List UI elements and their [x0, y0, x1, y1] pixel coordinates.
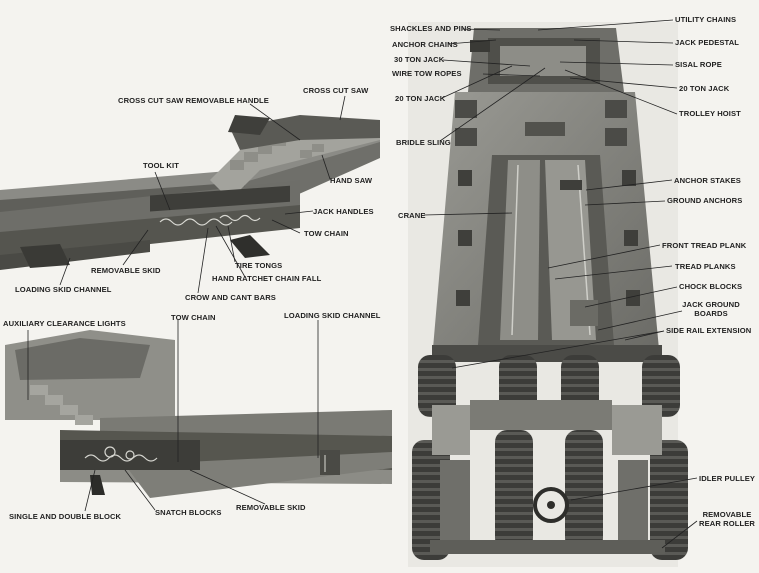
label-anchor-stakes: ANCHOR STAKES [674, 176, 741, 185]
label-jack-ground-boards: JACK GROUND BOARDS [682, 300, 740, 318]
label-removable-skid-bottom: REMOVABLE SKID [236, 503, 306, 512]
label-bridle-sling: BRIDLE SLING [396, 138, 451, 147]
top-left-photo [0, 115, 380, 270]
label-tow-chain-top: TOW CHAIN [304, 229, 349, 238]
label-wire-tow-ropes: WIRE TOW ROPES [392, 69, 462, 78]
label-trolley-hoist: TROLLEY HOIST [679, 109, 741, 118]
label-jack-handles: JACK HANDLES [313, 207, 374, 216]
label-cross-cut-saw: CROSS CUT SAW [303, 86, 369, 95]
label-hand-ratchet-chain-fall: HAND RATCHET CHAIN FALL [212, 274, 322, 283]
label-auxiliary-clearance-lights: AUXILIARY CLEARANCE LIGHTS [3, 319, 126, 328]
label-hand-saw: HAND SAW [330, 176, 373, 185]
label-tire-tongs: TIRE TONGS [235, 261, 283, 270]
label-crane: CRANE [398, 211, 426, 220]
label-removable-rear-roller: REMOVABLE REAR ROLLER [699, 510, 755, 528]
label-shackles-and-pins: SHACKLES AND PINS [390, 24, 472, 33]
label-crow-and-cant-bars: CROW AND CANT BARS [185, 293, 276, 302]
label-side-rail-extension: SIDE RAIL EXTENSION [666, 326, 752, 335]
label-single-and-double-block: SINGLE AND DOUBLE BLOCK [9, 512, 122, 521]
label-chock-blocks: CHOCK BLOCKS [679, 282, 743, 291]
label-ground-anchors: GROUND ANCHORS [667, 196, 743, 205]
label-loading-skid-channel-top: LOADING SKID CHANNEL [15, 285, 112, 294]
label-loading-skid-channel-bottom: LOADING SKID CHANNEL [284, 311, 381, 320]
label-sisal-rope: SISAL ROPE [675, 60, 722, 69]
label-cross-cut-saw-removable-handle: CROSS CUT SAW REMOVABLE HANDLE [118, 96, 269, 105]
label-front-tread-plank: FRONT TREAD PLANK [662, 241, 747, 250]
label-removable-skid-top: REMOVABLE SKID [91, 266, 161, 275]
leader-lines [27, 19, 698, 549]
label-20-ton-jack-right: 20 TON JACK [679, 84, 730, 93]
label-tow-chain-bottom: TOW CHAIN [171, 313, 216, 322]
bottom-left-photo [5, 330, 392, 498]
label-anchor-chains: ANCHOR CHAINS [392, 40, 458, 49]
label-tool-kit: TOOL KIT [143, 161, 179, 170]
label-20-ton-jack-left: 20 TON JACK [395, 94, 446, 103]
label-snatch-blocks: SNATCH BLOCKS [155, 508, 222, 517]
label-tread-planks: TREAD PLANKS [675, 262, 736, 271]
label-jack-pedestal: JACK PEDESTAL [675, 38, 740, 47]
right-photo [408, 22, 688, 567]
label-idler-pulley: IDLER PULLEY [699, 474, 756, 483]
label-utility-chains: UTILITY CHAINS [675, 15, 737, 24]
label-30-ton-jack: 30 TON JACK [394, 55, 445, 64]
